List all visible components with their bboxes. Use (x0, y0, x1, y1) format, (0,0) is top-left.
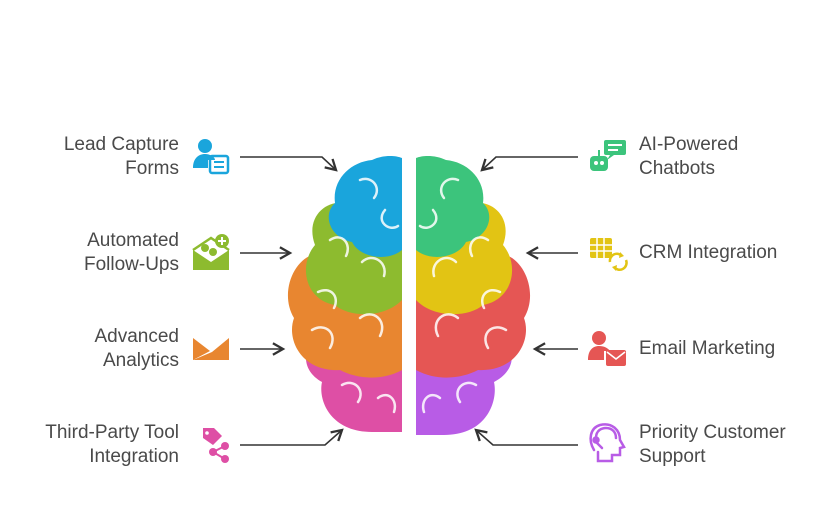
arrow-ai-chatbots (480, 156, 578, 172)
label-line: Automated (87, 230, 179, 251)
label-line: Forms (125, 158, 179, 179)
label-line: Email Marketing (639, 338, 776, 359)
table-sync-icon (590, 238, 628, 271)
mail-add-icon (192, 234, 230, 270)
brain-left-hemisphere (287, 155, 402, 432)
user-mail-icon (588, 331, 626, 366)
label-email-marketing: Email Marketing (639, 337, 775, 361)
lead-form-icon (193, 139, 230, 175)
label-line: Third-Party Tool (45, 422, 179, 443)
label-priority-customer-support: Priority Customer Support (639, 421, 786, 469)
label-line: Chatbots (639, 158, 716, 179)
arrow-third-party (240, 428, 344, 446)
label-automated-follow-ups: Automated Follow-Ups (84, 229, 179, 277)
label-line: CRM Integration (639, 242, 778, 263)
headset-icon (589, 423, 626, 463)
label-crm-integration: CRM Integration (639, 241, 777, 265)
label-advanced-analytics: Advanced Analytics (94, 325, 179, 373)
lobe-blue-left (328, 155, 402, 257)
chart-envelope-icon (193, 338, 229, 360)
arrow-priority-support (474, 428, 578, 446)
arrow-lead-capture (240, 156, 338, 172)
brain-right-hemisphere (416, 155, 531, 435)
label-lead-capture-forms: Lead Capture Forms (64, 133, 179, 181)
label-third-party-tool-integration: Third-Party Tool Integration (45, 421, 179, 469)
label-line: AI-Powered (639, 134, 739, 155)
label-line: Advanced (94, 326, 179, 347)
label-line: Follow-Ups (83, 254, 179, 275)
label-line: Priority Customer (639, 422, 786, 443)
label-line: Integration (89, 446, 179, 467)
label-line: Support (639, 446, 706, 467)
label-line: Lead Capture (63, 134, 179, 155)
connector-arrows (240, 156, 578, 446)
lobe-teal-right (416, 155, 490, 257)
label-ai-powered-chatbots: AI-Powered Chatbots (639, 133, 738, 181)
share-tag-icon (203, 428, 229, 463)
chatbot-icon (590, 140, 626, 171)
label-line: Analytics (102, 350, 179, 371)
